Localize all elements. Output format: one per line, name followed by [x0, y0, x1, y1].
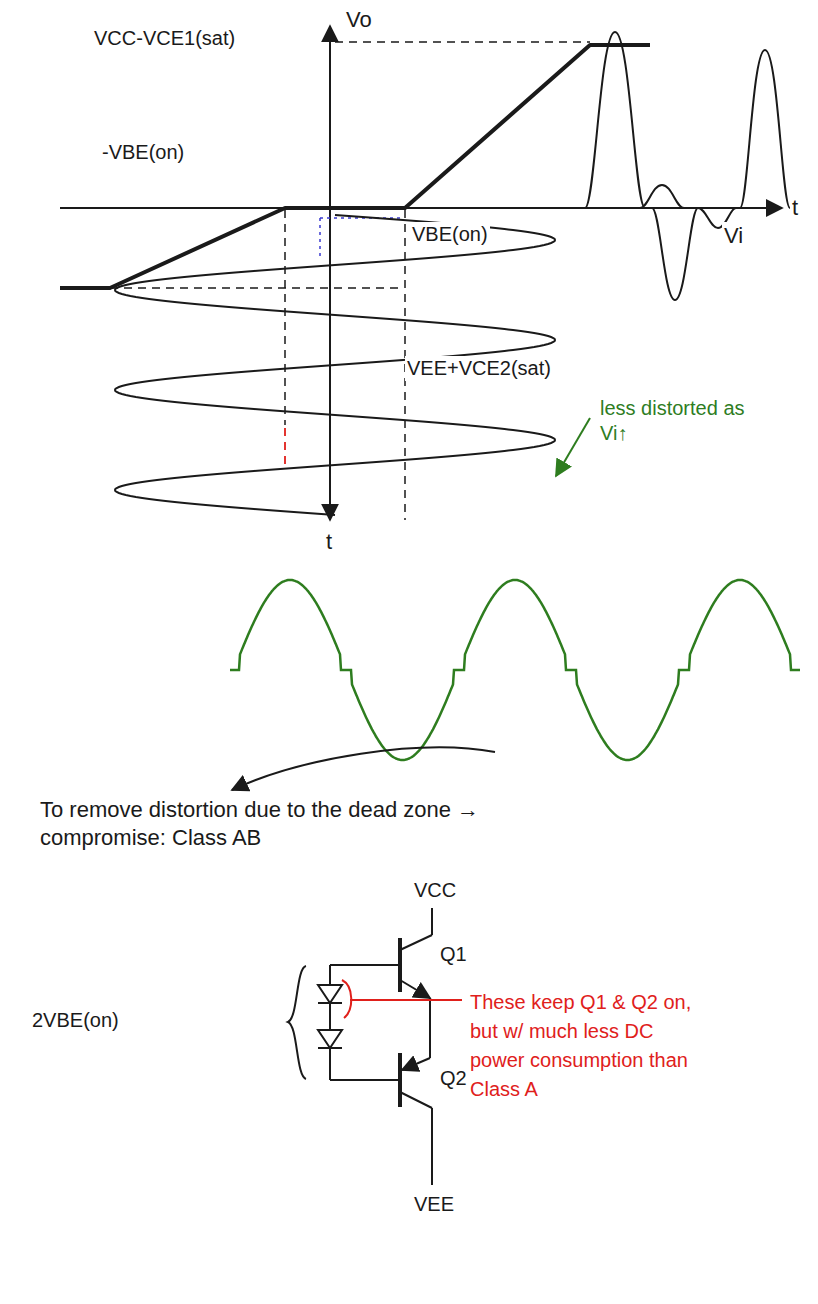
- wire: [431, 908, 433, 935]
- transistor-label: Q1: [440, 942, 467, 967]
- wire: [330, 964, 400, 966]
- annotation-arrow: [556, 418, 590, 476]
- q2-base-bar: [398, 1053, 402, 1107]
- note-text: To remove distortion due to the dead zon…: [40, 796, 480, 851]
- output-waveform: [585, 32, 790, 300]
- vi-axis: [60, 207, 782, 209]
- guide-line: [284, 210, 286, 425]
- distorted-waveform: [230, 580, 800, 760]
- diode-symbol: [318, 985, 342, 1003]
- axis-label: t: [790, 194, 800, 222]
- input-waveform: [115, 215, 555, 515]
- q1-emitter: [400, 980, 430, 998]
- threshold-label: -VBE(on): [100, 140, 186, 165]
- guide-line: [319, 218, 321, 260]
- supply-label: VEE: [414, 1192, 454, 1217]
- q2-collector: [400, 1092, 432, 1108]
- pointer-arrow: [232, 747, 495, 790]
- guide-line: [110, 287, 400, 289]
- axis-label: t: [324, 528, 334, 556]
- transistor-label: Q2: [440, 1066, 467, 1091]
- voltage-label: 2VBE(on): [32, 1008, 119, 1033]
- class-ab-circuit: [288, 908, 432, 1185]
- axis-label: Vi: [722, 222, 745, 250]
- wire: [329, 965, 331, 1080]
- wire: [429, 998, 431, 1058]
- q1-collector: [400, 935, 432, 950]
- level-label: VEE+VCE2(sat): [405, 356, 553, 381]
- guide-line: [335, 41, 590, 43]
- q2-emitter: [402, 1058, 430, 1070]
- note-text: less distorted as Vi↑: [598, 396, 752, 446]
- diode-symbol: [318, 1030, 342, 1048]
- leader-line: [342, 980, 462, 1018]
- transfer-curve: [60, 45, 650, 288]
- note-text: These keep Q1 & Q2 on, but w/ much less …: [470, 988, 710, 1104]
- wire: [431, 1108, 433, 1185]
- level-label: VCC-VCE1(sat): [92, 26, 237, 51]
- brace: [288, 966, 306, 1079]
- vo-axis: [329, 26, 331, 520]
- guide-line: [284, 428, 286, 468]
- threshold-label: VBE(on): [410, 222, 490, 247]
- diode-symbol: [318, 1047, 342, 1049]
- wire: [330, 1079, 400, 1081]
- diode-symbol: [318, 1002, 342, 1004]
- axis-label: Vo: [344, 6, 374, 34]
- supply-label: VCC: [414, 878, 456, 903]
